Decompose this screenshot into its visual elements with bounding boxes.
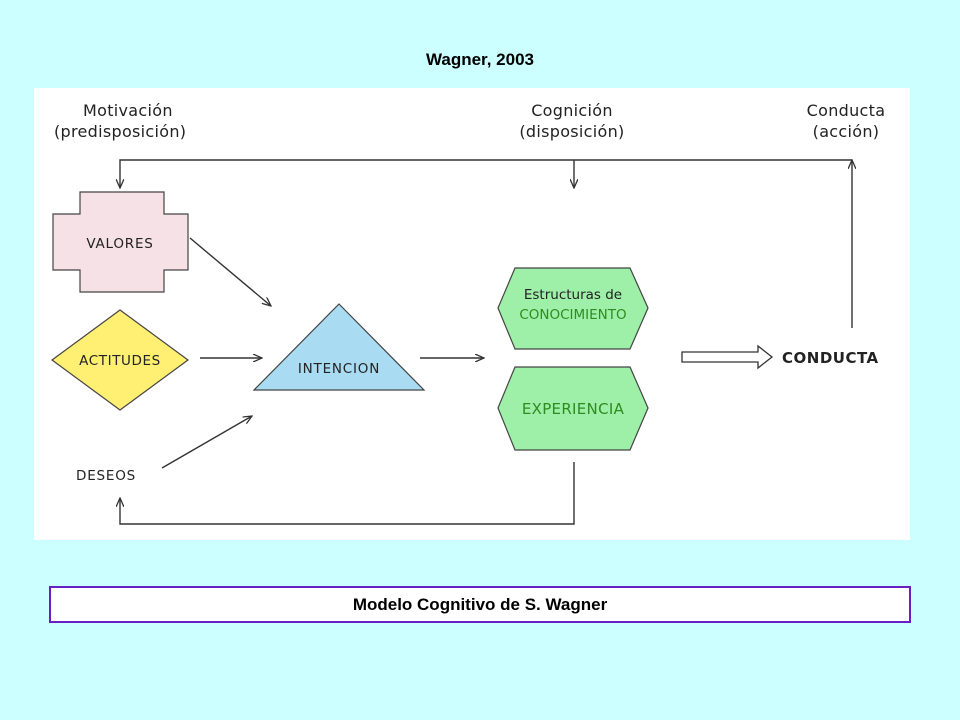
header-cognicion-line2: (disposición): [519, 122, 624, 141]
arrow-valores-intencion: [189, 237, 271, 306]
conocimiento-label-line2: CONOCIMIENTO: [519, 307, 626, 323]
header-conducta-line1: Conducta: [807, 101, 886, 120]
page-title: Wagner, 2003: [425, 50, 535, 69]
intencion-shape: [252, 303, 426, 391]
arrow-top-to-valores: [120, 159, 852, 188]
valores-shape: [52, 191, 189, 293]
caption-text: Modelo Cognitivo de S. Wagner: [352, 594, 608, 614]
diagram-panel: Motivación (predisposición) Cognición (d…: [34, 88, 910, 540]
actitudes-label: ACTITUDES: [79, 353, 161, 369]
valores-label: VALORES: [86, 236, 153, 252]
deseos-label: DESEOS: [76, 468, 136, 484]
conducta-label: CONDUCTA: [782, 349, 879, 367]
arrow-deseos-intencion: [161, 416, 252, 469]
experiencia-shape: [497, 366, 649, 451]
diagram-canvas: Motivación (predisposición) Cognición (d…: [50, 101, 886, 525]
arrow-experiencia-deseos: [120, 462, 575, 525]
header-motivacion-line2: (predisposición): [54, 122, 186, 141]
conocimiento-shape: [497, 267, 649, 350]
header-conducta-line2: (acción): [813, 122, 880, 141]
block-arrow-conducta: [681, 344, 774, 370]
conocimiento-label-line1: Estructuras de: [524, 287, 622, 303]
experiencia-label: EXPERIENCIA: [522, 400, 625, 418]
intencion-label: INTENCION: [298, 361, 380, 377]
actitudes-shape: [50, 309, 190, 411]
caption-box: Modelo Cognitivo de S. Wagner: [49, 586, 911, 623]
header-cognicion-line1: Cognición: [531, 101, 613, 120]
header-motivacion-line1: Motivación: [83, 101, 173, 120]
